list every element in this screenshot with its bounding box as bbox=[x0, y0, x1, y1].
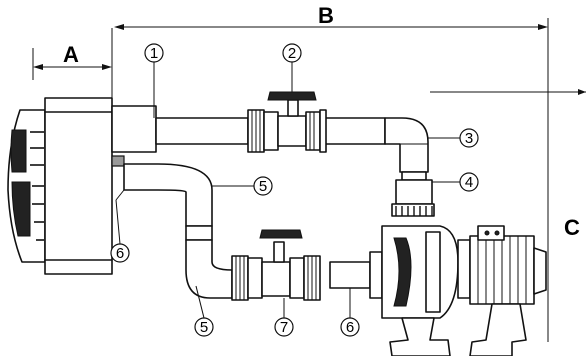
callout-5-upper: 5 bbox=[253, 176, 273, 196]
dimension-b bbox=[114, 18, 549, 342]
dimension-b-label: B bbox=[318, 3, 334, 28]
svg-text:3: 3 bbox=[465, 130, 473, 147]
lower-ball-valve bbox=[231, 229, 321, 301]
svg-text:5: 5 bbox=[200, 319, 208, 336]
callout-2: 2 bbox=[282, 43, 302, 63]
dimension-a bbox=[32, 28, 113, 100]
upper-ball-valve bbox=[247, 91, 327, 153]
leader-lines bbox=[115, 62, 460, 319]
callout-1: 1 bbox=[144, 43, 164, 63]
svg-text:2: 2 bbox=[288, 45, 296, 62]
skimmer bbox=[7, 97, 157, 275]
svg-text:6: 6 bbox=[116, 245, 124, 262]
callout-5-lower: 5 bbox=[194, 317, 214, 337]
svg-text:7: 7 bbox=[280, 319, 288, 336]
svg-text:6: 6 bbox=[346, 319, 354, 336]
pump bbox=[369, 225, 547, 356]
callout-6-right: 6 bbox=[340, 317, 360, 337]
svg-text:5: 5 bbox=[259, 178, 267, 195]
check-valve bbox=[391, 171, 435, 217]
callout-4: 4 bbox=[459, 172, 479, 192]
dimension-c bbox=[430, 89, 586, 95]
dimension-c-label: C bbox=[564, 215, 580, 240]
svg-text:1: 1 bbox=[150, 45, 158, 62]
callout-3: 3 bbox=[459, 128, 479, 148]
callout-6-left: 6 bbox=[110, 243, 130, 263]
callout-7: 7 bbox=[274, 317, 294, 337]
dimension-a-label: A bbox=[63, 42, 79, 67]
lower-suction-pipe bbox=[123, 163, 371, 299]
svg-text:4: 4 bbox=[465, 174, 473, 191]
